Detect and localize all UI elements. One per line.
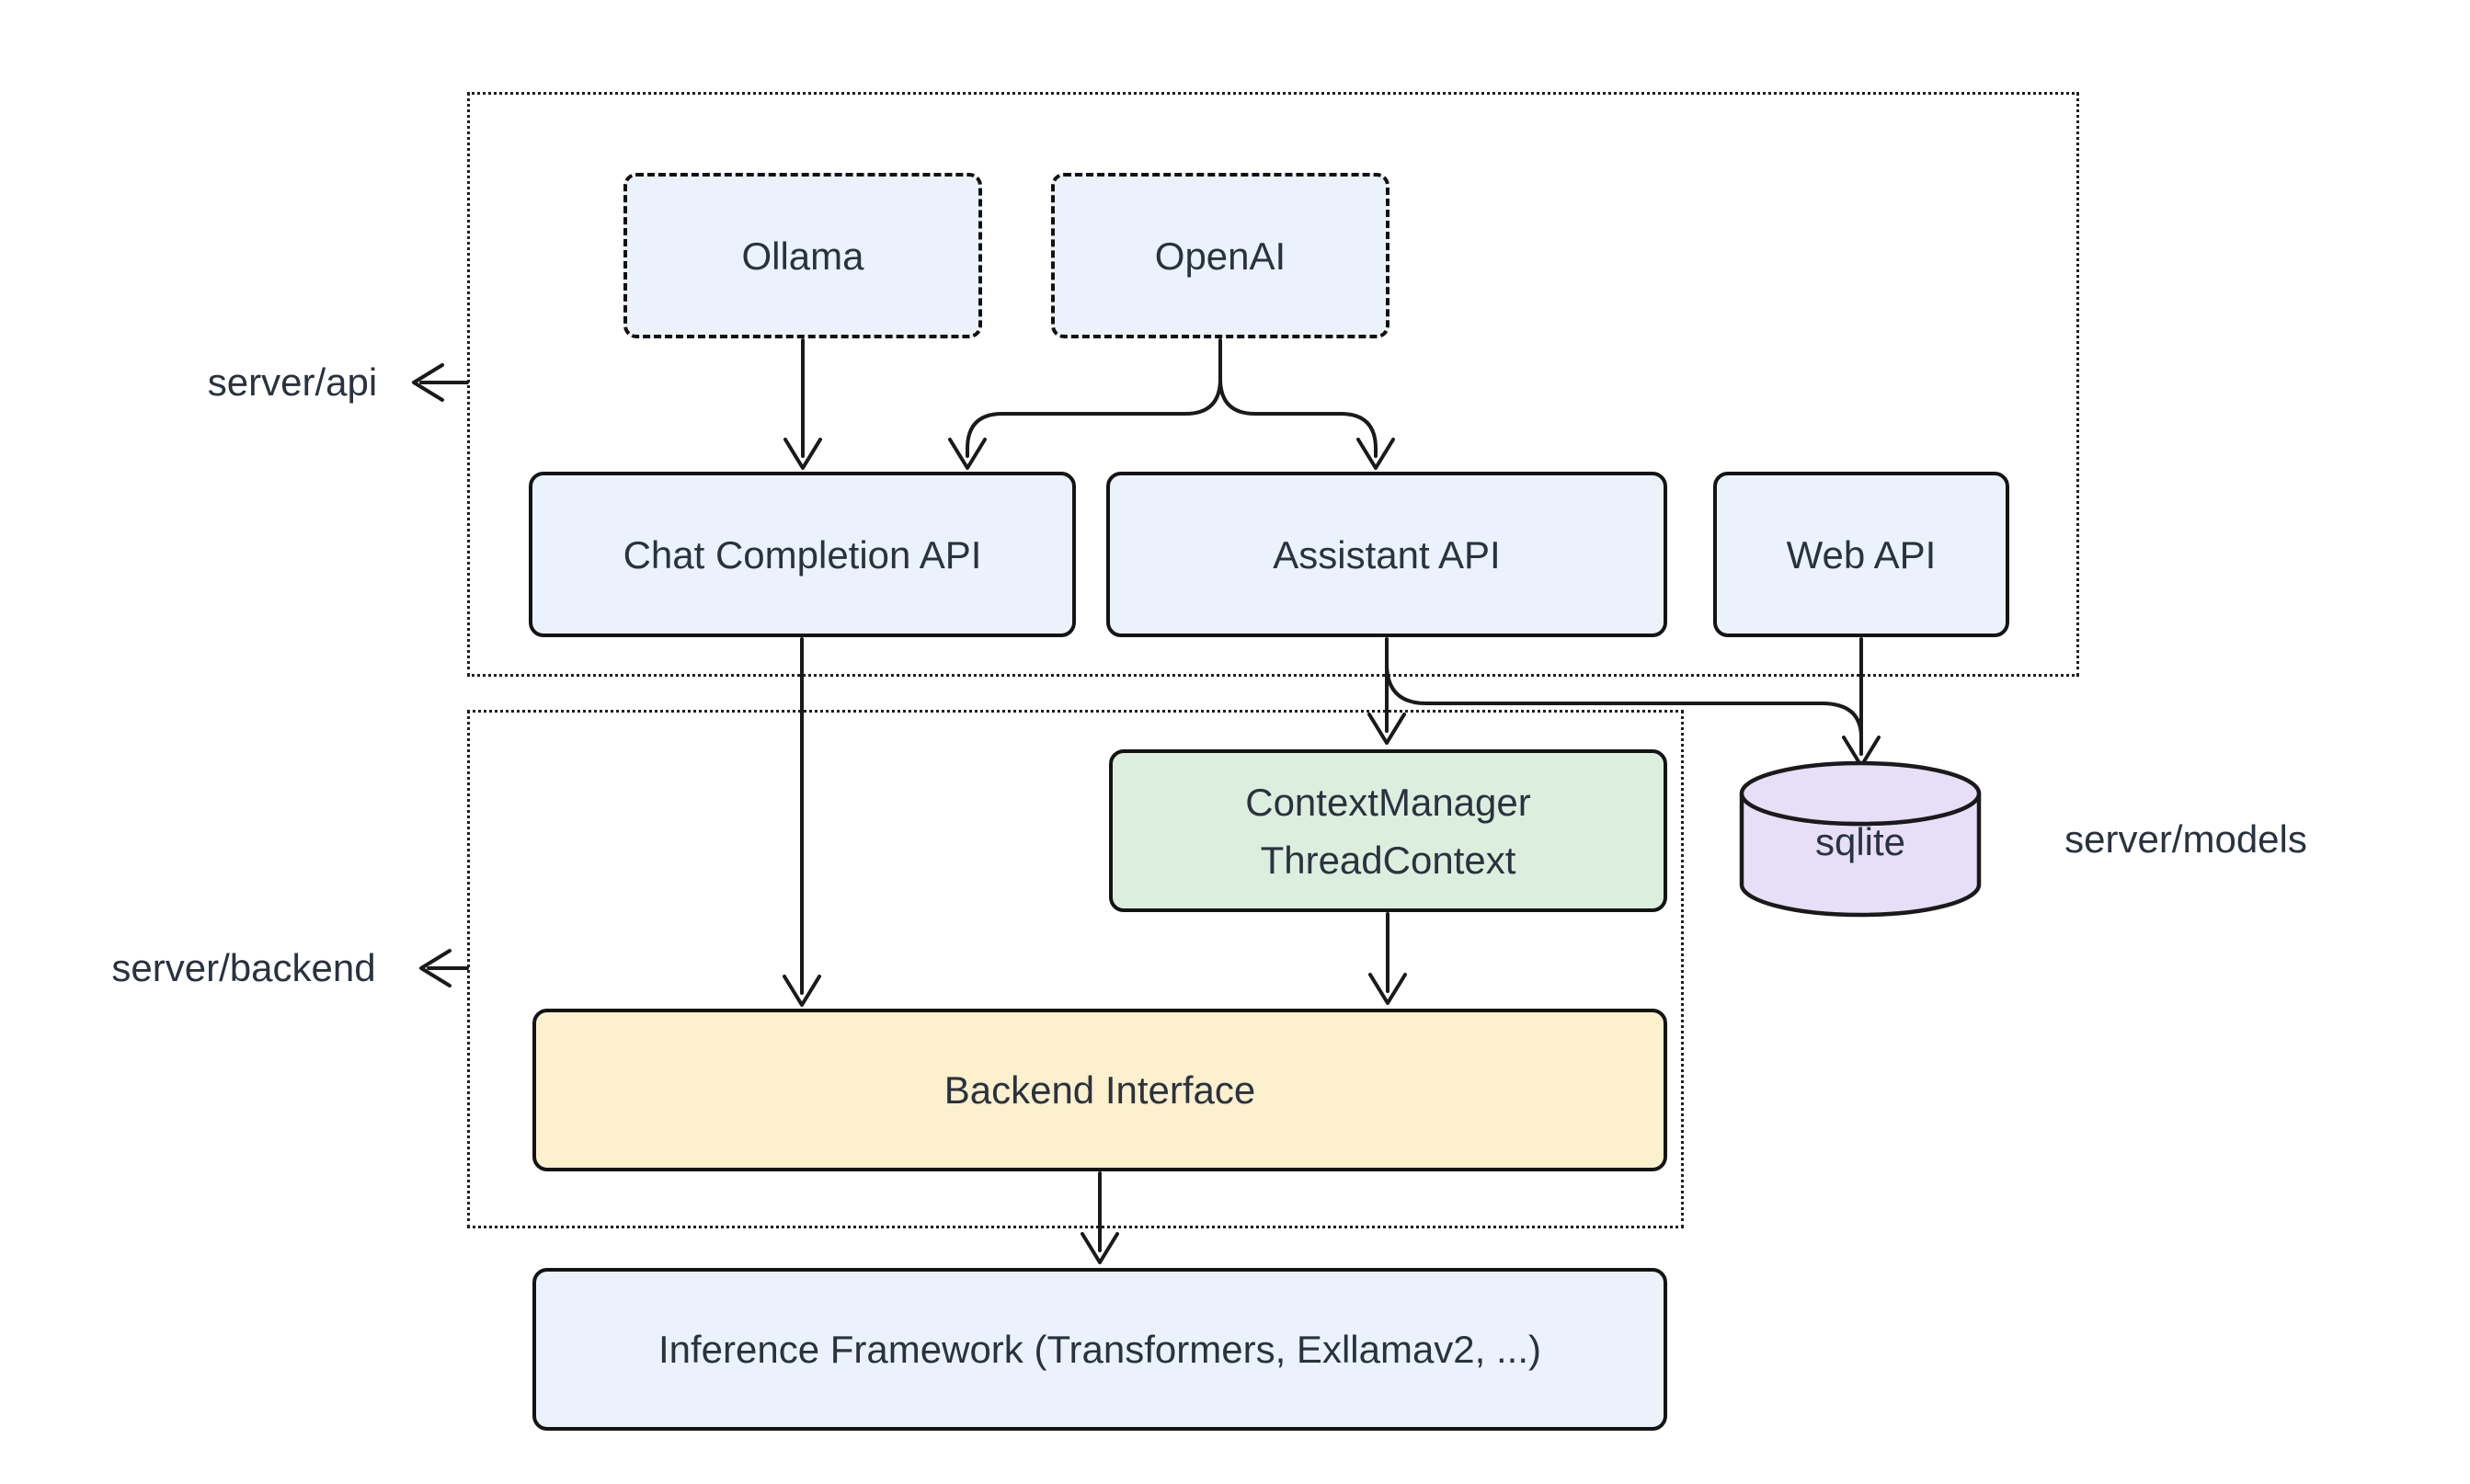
node-backend-interface-label: Backend Interface [943,1068,1256,1112]
arrow-context-to-backend [1368,912,1407,1005]
node-context-manager-label: ContextManager ThreadContext [1245,773,1531,889]
arrow-openai-split [948,338,1395,470]
node-context-manager: ContextManager ThreadContext [1109,749,1667,912]
context-manager-line1: ContextManager [1245,780,1531,824]
sqlite-label: sqlite [1814,820,1906,863]
node-web-api: Web API [1713,472,2009,637]
arrow-backend-to-inference [1081,1171,1119,1264]
arrow-backend-container-label [419,949,469,987]
arrow-ollama-to-chat-api [783,338,822,470]
arrow-assistant-branch-to-sqlite [1385,662,1863,739]
context-manager-line2: ThreadContext [1260,838,1516,882]
label-server-backend: server/backend [111,946,376,989]
node-openai: OpenAI [1051,173,1389,338]
label-server-models: server/models [2064,817,2307,861]
node-openai-label: OpenAI [1154,234,1286,278]
node-inference-framework-label: Inference Framework (Transformers, Exlla… [658,1328,1541,1371]
label-server-api: server/api [207,360,378,404]
node-assistant-api: Assistant API [1106,472,1667,637]
sqlite-cylinder [1739,760,1982,918]
node-web-api-label: Web API [1786,532,1937,576]
node-backend-interface: Backend Interface [532,1009,1667,1171]
node-assistant-api-label: Assistant API [1273,532,1501,576]
node-ollama: Ollama [623,173,982,338]
node-chat-completion-api-label: Chat Completion API [623,532,982,576]
arrow-assistant-to-context [1367,637,1406,745]
api-container [467,92,2079,677]
arrow-web-api-to-sqlite [1842,637,1881,768]
node-inference-framework: Inference Framework (Transformers, Exlla… [532,1268,1667,1431]
arrow-api-container-label [412,363,469,402]
arrow-chat-api-to-backend [783,637,821,1007]
node-chat-completion-api: Chat Completion API [529,472,1076,637]
node-ollama-label: Ollama [741,234,864,278]
